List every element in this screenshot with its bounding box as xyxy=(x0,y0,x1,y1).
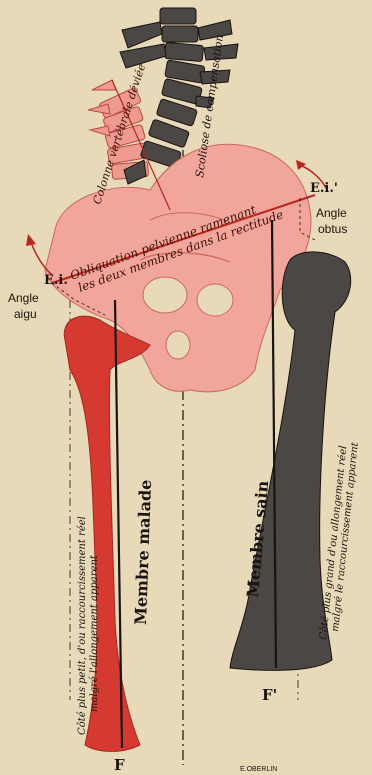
f-right-label: F' xyxy=(262,686,277,704)
angle-obtus-line2: obtus xyxy=(318,222,347,236)
artist-signature: E.OBERLIN xyxy=(240,766,277,773)
ei-left-label: E.i. xyxy=(44,273,68,288)
left-side-line1: Côté plus petit, d'ou raccourcissement r… xyxy=(77,516,88,735)
f-left-label: F xyxy=(114,756,125,774)
ei-right-label: E.i.' xyxy=(310,181,338,196)
left-side-line2: malgré l'allongement apparent xyxy=(89,554,100,712)
angle-aigu-line2: aigu xyxy=(14,307,37,321)
angle-aigu-line1: Angle xyxy=(8,291,39,305)
angle-obtus-line1: Angle xyxy=(316,206,347,220)
